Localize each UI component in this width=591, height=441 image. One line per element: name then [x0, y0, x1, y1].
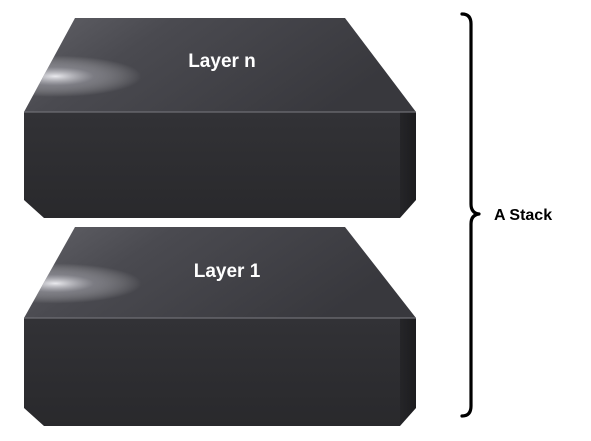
stack-bracket	[460, 12, 481, 418]
layer-n-front-face	[24, 112, 400, 218]
layer-1-side-face	[400, 318, 416, 426]
layer-1-label: Layer 1	[194, 261, 261, 282]
layer-1-top-shine	[24, 227, 416, 318]
layer-1-front-face	[24, 318, 400, 426]
layer-n-side-face	[400, 112, 416, 218]
layer-n-top-shine	[24, 18, 416, 112]
layer-n-block: Layer n	[24, 18, 416, 218]
stack-label: A Stack	[494, 207, 552, 224]
layer-1-block: Layer 1	[24, 227, 416, 426]
layer-n-label: Layer n	[188, 51, 256, 72]
